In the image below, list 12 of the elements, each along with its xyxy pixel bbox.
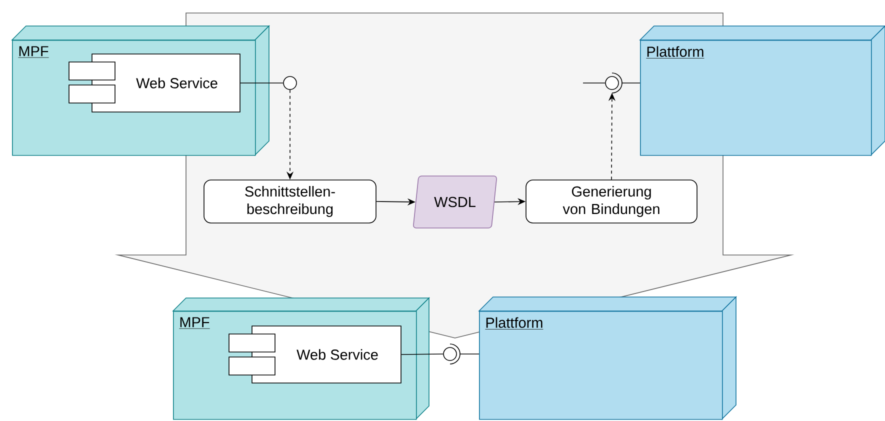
connector-line <box>582 82 606 84</box>
interface-socket <box>443 344 460 364</box>
component-box: Web Service <box>228 326 402 384</box>
process-box: Generierung von Bindungen <box>526 180 698 224</box>
component-box: Web Service <box>68 54 240 112</box>
interface-socket <box>605 72 622 94</box>
process-box: Schnittstellen- beschreibung <box>204 180 376 224</box>
connector-line <box>622 82 640 84</box>
interface-ball <box>283 76 297 90</box>
connector-line <box>240 82 284 84</box>
data-parallelogram: WSDL <box>413 176 497 228</box>
connector-line <box>401 354 444 355</box>
